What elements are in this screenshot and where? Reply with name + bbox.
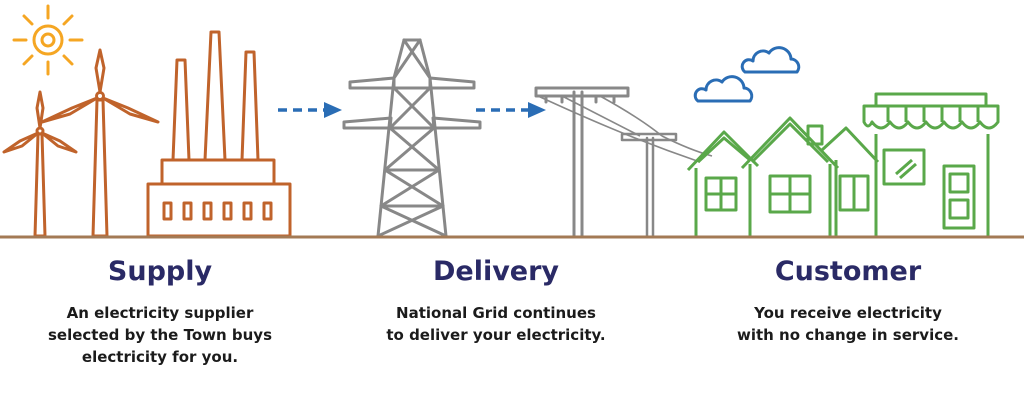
- supply-title: Supply: [107, 256, 213, 287]
- transmission-tower-icon: [342, 38, 482, 238]
- supply-description-line: An electricity supplier: [66, 304, 254, 322]
- delivery-title: Delivery: [432, 256, 560, 287]
- customer-description-line: with no change in service.: [736, 326, 959, 344]
- shop-icon: [862, 92, 1000, 236]
- utility-pole-icon: [534, 86, 630, 238]
- power-lines: [537, 95, 713, 163]
- arrow-right-icon: [476, 102, 546, 118]
- supply-description-line: electricity for you.: [81, 348, 239, 366]
- cloud-icon: [740, 46, 801, 74]
- delivery-description-line: to deliver your electricity.: [386, 326, 606, 344]
- utility-pole-icon: [620, 132, 678, 238]
- supply-description: An electricity supplier selected by the …: [30, 302, 290, 368]
- delivery-description-line: National Grid continues: [396, 304, 596, 322]
- customer-description: You receive electricity with no change i…: [718, 302, 978, 346]
- house-icon: [686, 130, 760, 236]
- customer-description-line: You receive electricity: [754, 304, 942, 322]
- sun-icon: [12, 4, 84, 76]
- house-icon: [740, 116, 840, 236]
- wind-turbine-icon: [2, 90, 78, 238]
- power-plant-icon: [146, 30, 292, 238]
- house-icon: [820, 126, 880, 236]
- arrow-right-icon: [278, 102, 342, 118]
- supply-description-line: selected by the Town buys: [47, 326, 273, 344]
- cloud-icon: [693, 75, 754, 103]
- delivery-description: National Grid continues to deliver your …: [366, 302, 626, 346]
- wind-turbine-icon: [40, 48, 160, 238]
- customer-title: Customer: [774, 256, 922, 287]
